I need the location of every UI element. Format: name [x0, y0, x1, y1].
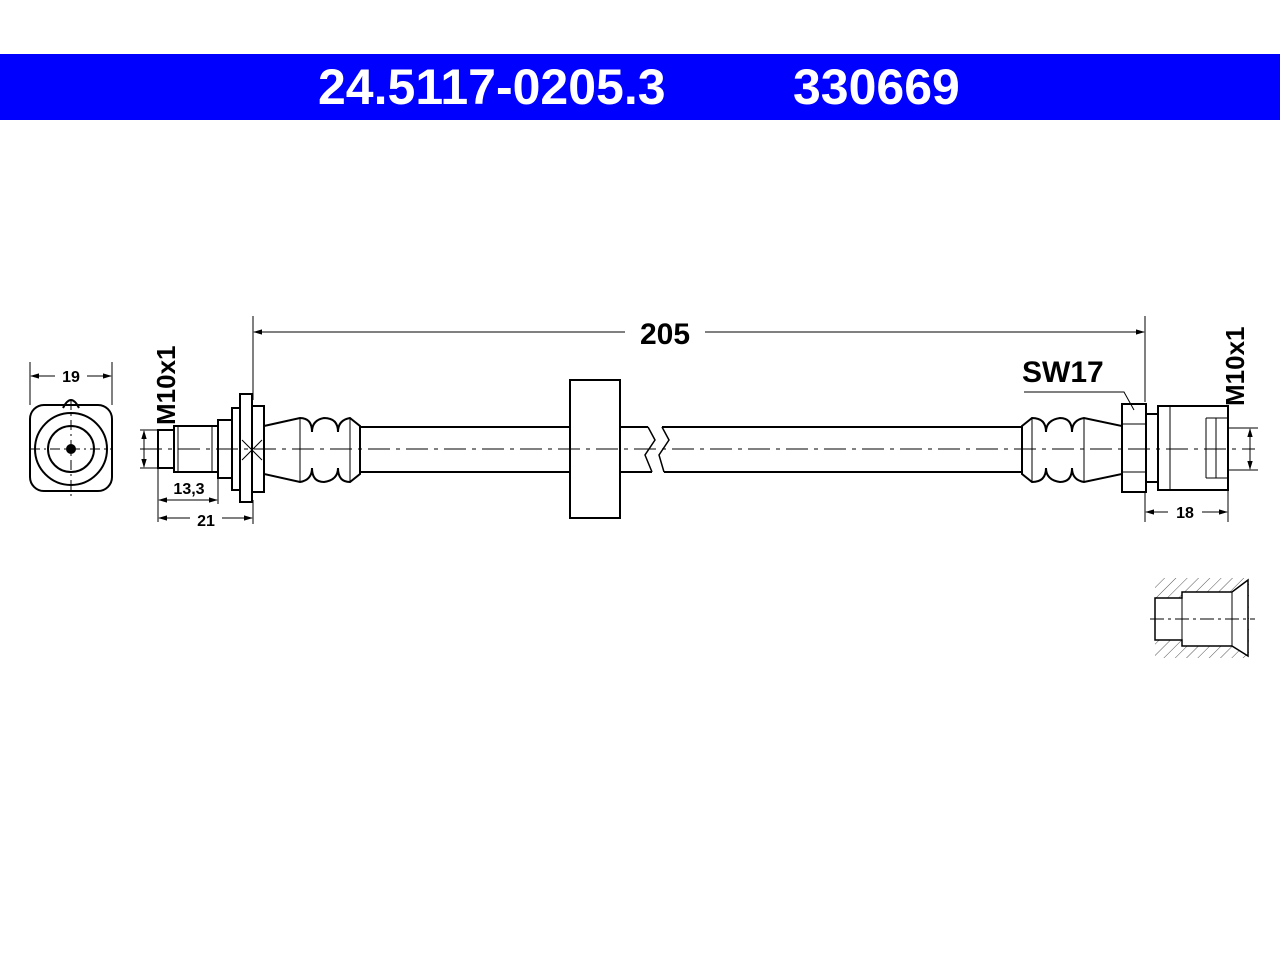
end-view	[29, 362, 113, 498]
wrench-size-label: SW17	[1022, 356, 1104, 389]
right-fitting-length-label: 18	[1176, 505, 1194, 522]
reference-number: 330669	[793, 59, 960, 115]
part-number: 24.5117-0205.3	[318, 59, 666, 115]
dimension-lines	[140, 316, 1258, 524]
left-thread-length-label: 13,3	[173, 481, 204, 498]
right-thread-label: M10x1	[1220, 327, 1250, 407]
port-section-detail	[1150, 578, 1255, 658]
left-fitting-length-label: 21	[197, 513, 215, 530]
right-fitting	[1021, 391, 1229, 493]
end-view-width-label: 19	[62, 369, 80, 386]
overall-length-label: 205	[640, 318, 690, 351]
left-thread-label: M10x1	[151, 346, 181, 426]
header-bar	[0, 54, 1280, 120]
